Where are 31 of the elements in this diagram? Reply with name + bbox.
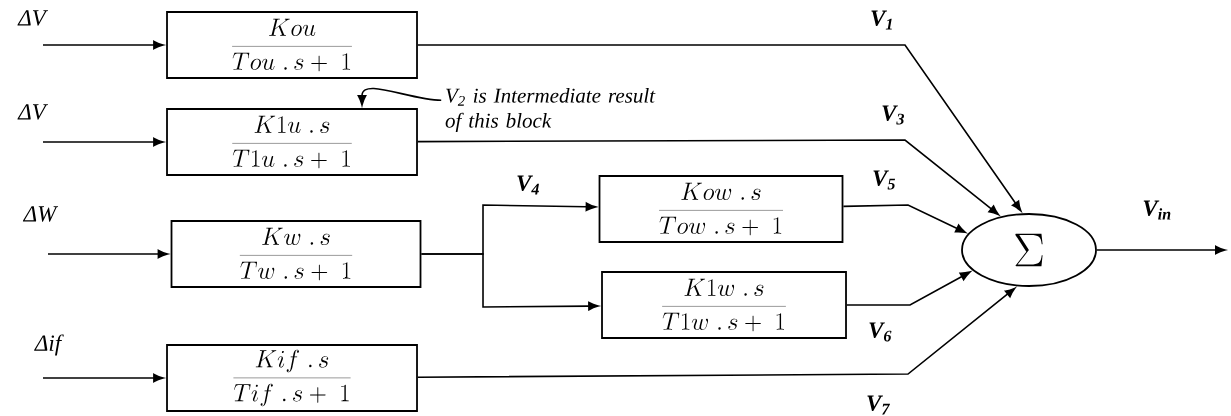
summing-junction: $\Sigma$ — [961, 213, 1097, 287]
signal-label: V$_{6}$ — [869, 322, 892, 342]
arrow — [1096, 245, 1226, 255]
annotation-text: V$_{2}$ is Intermediate result of this block — [445, 88, 656, 132]
arrow — [846, 271, 971, 306]
leader-line — [357, 87, 442, 106]
arrow — [417, 44, 1022, 212]
transfer-function-box: $\frac{Kif\;.\,s}{Tif\;.\,s+\;1}$ — [166, 344, 418, 412]
transfer-function-box: $\frac{Kw\;.\,s}{Tw\;.\,s+\;1}$ — [170, 220, 422, 288]
signal-label: ΔW — [22, 206, 59, 222]
signal-label: Δif — [34, 334, 64, 356]
transfer-function-box: $\frac{K1u\;.\,s}{T1u\;.\,s+\;1}$ — [166, 108, 418, 176]
transfer-function-box: $\frac{K1w\;.\,s}{T1w\;.\,s+\;1}$ — [601, 271, 847, 339]
signal-label: ΔV — [17, 104, 48, 120]
arrow — [420, 253, 599, 311]
arrow — [42, 373, 164, 383]
transfer-function-box: $\frac{Kou}{Tou\;.\,s+\;1}$ — [166, 11, 418, 79]
signal-label: V$_{1}$ — [871, 10, 892, 30]
signal-label: ΔV — [17, 10, 48, 26]
signal-label: V$_{in}$ — [1143, 200, 1171, 220]
signal-label: V$_{7}$ — [867, 395, 890, 415]
arrow — [42, 137, 164, 147]
arrow — [842, 204, 966, 234]
transfer-function-box: $\frac{Kow\;.\,s}{Tow\;.\,s+\;1}$ — [598, 175, 844, 243]
signal-label: V$_{4}$ — [517, 175, 539, 195]
signal-label: V$_{5}$ — [873, 170, 896, 190]
arrow — [47, 249, 169, 259]
arrow — [417, 139, 1000, 216]
arrow — [417, 287, 1016, 378]
arrow — [42, 40, 164, 50]
signal-label: V$_{3}$ — [882, 105, 905, 125]
